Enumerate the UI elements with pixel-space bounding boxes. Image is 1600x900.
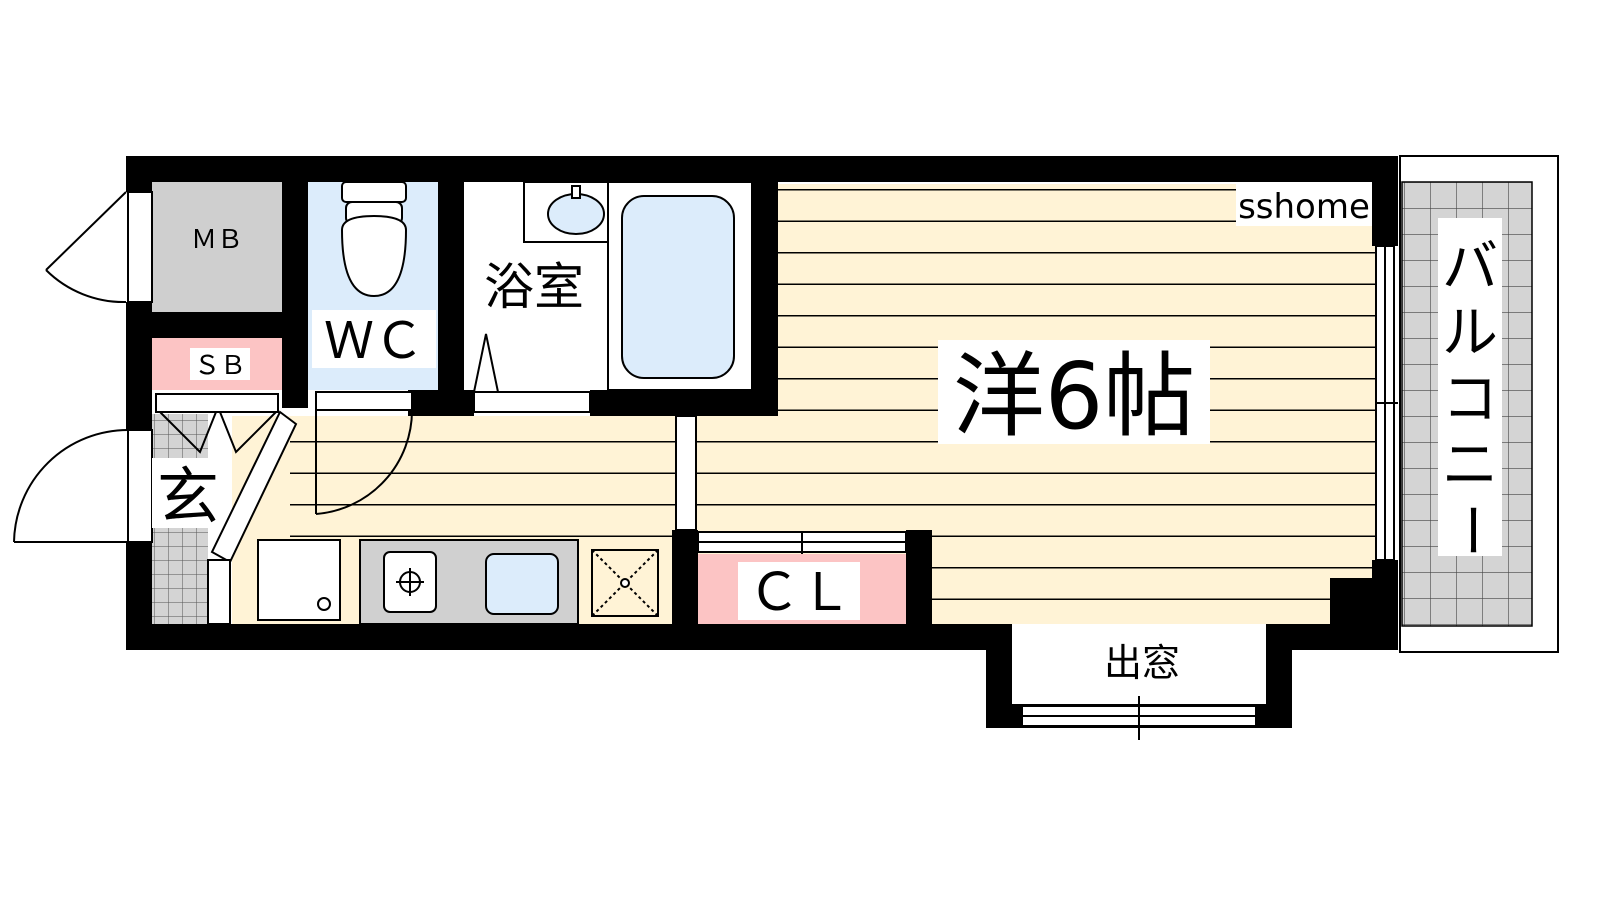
closet-door — [697, 531, 907, 554]
balcony-label-3: ニ — [1442, 433, 1498, 498]
balcony-label-bg — [1438, 218, 1502, 556]
entrance-door — [13, 429, 153, 543]
sb-label-bg — [190, 348, 250, 380]
kitchen-sink-icon — [485, 553, 559, 615]
room-partition — [675, 415, 697, 531]
bay-window-label: 出窓 — [1104, 641, 1180, 685]
mb-box — [152, 182, 282, 312]
mb-door — [45, 191, 153, 304]
wc-label: ＷＣ — [324, 312, 424, 370]
kitchen-floor-lines — [290, 416, 672, 541]
wc-label-bg — [312, 310, 436, 368]
bay-window-glazing — [1021, 696, 1257, 740]
closet-label-bg — [738, 562, 860, 620]
balcony-window — [1375, 245, 1398, 561]
balcony-label-1: ル — [1442, 301, 1498, 366]
washer-space — [591, 549, 659, 617]
closet-label: ＣＬ — [748, 563, 852, 623]
room-label-bg — [938, 340, 1210, 444]
entrance-label: 玄 — [157, 460, 219, 533]
bath-door — [473, 333, 591, 413]
kitchen-counter — [257, 539, 659, 625]
bathtub-icon — [607, 181, 753, 391]
mb-label: ＭＢ — [191, 225, 243, 255]
watermark-bg — [1236, 184, 1372, 226]
walls — [126, 156, 1398, 728]
sb-label: ＳＢ — [194, 351, 246, 381]
toilet-icon — [340, 181, 408, 298]
balcony-label-0: バ — [1442, 235, 1498, 300]
wc-door — [315, 391, 414, 515]
watermark: sshome — [1238, 187, 1370, 227]
bay-window-area — [1010, 624, 1268, 704]
room-label: 洋6帖 — [953, 343, 1196, 450]
entrance-label-bg — [152, 458, 222, 528]
bath-label: 浴室 — [484, 258, 584, 316]
shoe-box-door — [155, 393, 298, 625]
balcony-label-4: ー — [1438, 502, 1503, 558]
balcony-label-2: コ — [1442, 367, 1498, 432]
